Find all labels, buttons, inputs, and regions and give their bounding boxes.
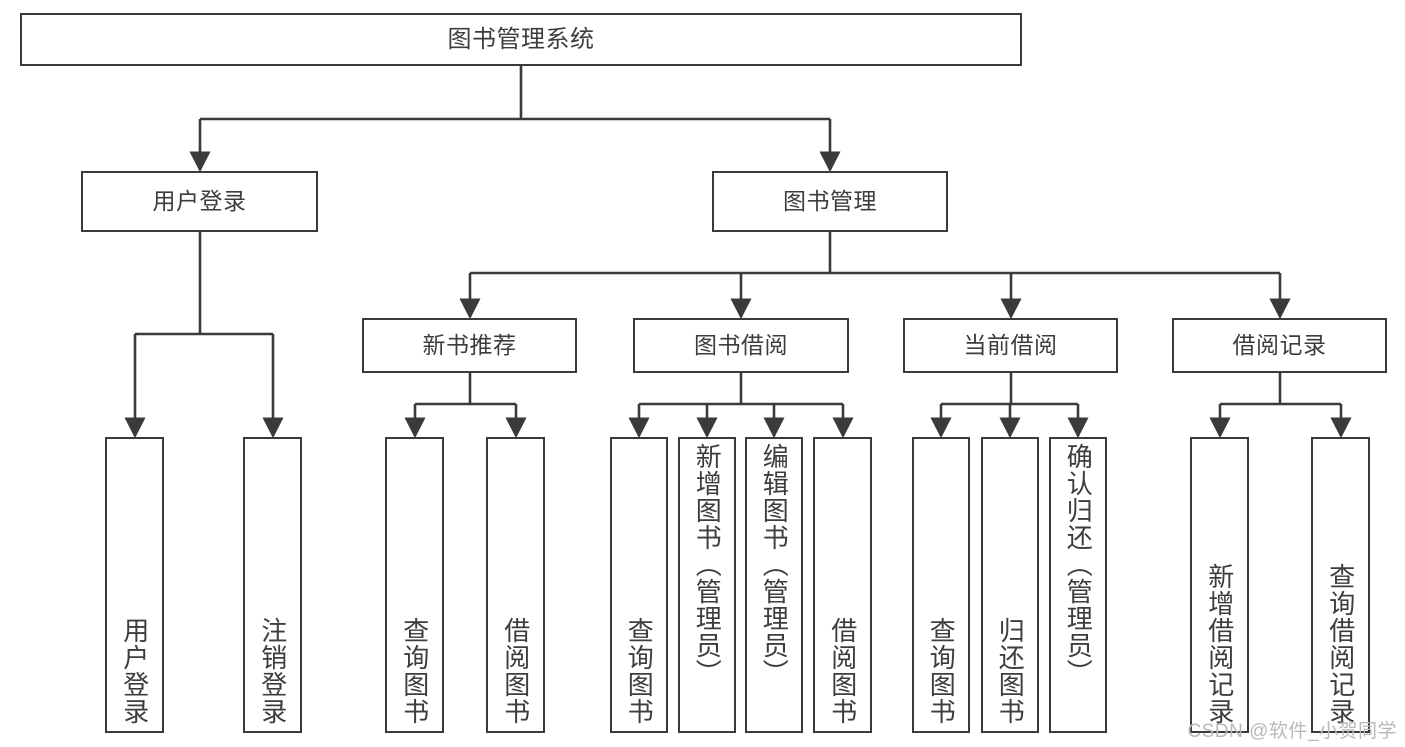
node-label-borrow-record: 借阅记录 <box>1232 332 1327 359</box>
node-label-leaf-query-book-3: 查询图书 <box>926 617 957 725</box>
node-leaf-borrow-book-2[interactable]: 借阅图书 <box>813 437 872 733</box>
node-new-book-rec[interactable]: 新书推荐 <box>362 318 577 373</box>
node-current-borrow[interactable]: 当前借阅 <box>903 318 1118 373</box>
node-user-login[interactable]: 用户登录 <box>81 171 318 232</box>
node-leaf-add-book[interactable]: 新增图书（管理员） <box>678 437 736 733</box>
node-root[interactable]: 图书管理系统 <box>20 13 1022 66</box>
node-leaf-query-record[interactable]: 查询借阅记录 <box>1311 437 1370 733</box>
node-label-book-manage: 图书管理 <box>783 188 877 215</box>
node-label-leaf-borrow-book-2: 借阅图书 <box>827 617 858 725</box>
node-leaf-query-book-2[interactable]: 查询图书 <box>610 437 668 733</box>
node-label-book-borrow: 图书借阅 <box>694 332 788 359</box>
node-label-leaf-query-book-2: 查询图书 <box>624 617 655 725</box>
node-label-leaf-query-book-1: 查询图书 <box>399 617 430 725</box>
node-label-leaf-confirm-return: 确认归还（管理员） <box>1063 443 1094 686</box>
node-label-current-borrow: 当前借阅 <box>963 332 1058 359</box>
node-leaf-query-book-1[interactable]: 查询图书 <box>385 437 444 733</box>
node-leaf-confirm-return[interactable]: 确认归还（管理员） <box>1049 437 1107 733</box>
node-label-leaf-query-record: 查询借阅记录 <box>1325 563 1356 725</box>
node-label-leaf-borrow-book-1: 借阅图书 <box>500 617 531 725</box>
watermark-credit: CSDN @软件_小贺同学 <box>1187 721 1397 742</box>
node-label-user-login: 用户登录 <box>152 188 247 215</box>
node-leaf-edit-book[interactable]: 编辑图书（管理员） <box>745 437 803 733</box>
node-leaf-return-book[interactable]: 归还图书 <box>981 437 1039 733</box>
node-label-leaf-return-book: 归还图书 <box>995 617 1026 725</box>
node-leaf-borrow-book-1[interactable]: 借阅图书 <box>486 437 545 733</box>
node-label-root: 图书管理系统 <box>447 25 595 53</box>
node-leaf-user-logout[interactable]: 注销登录 <box>243 437 302 733</box>
node-book-manage[interactable]: 图书管理 <box>712 171 948 232</box>
node-label-leaf-add-record: 新增借阅记录 <box>1204 563 1235 725</box>
node-leaf-user-login[interactable]: 用户登录 <box>105 437 164 733</box>
node-leaf-query-book-3[interactable]: 查询图书 <box>912 437 970 733</box>
node-book-borrow[interactable]: 图书借阅 <box>633 318 849 373</box>
node-label-leaf-add-book: 新增图书（管理员） <box>692 443 723 686</box>
node-label-leaf-user-logout: 注销登录 <box>257 617 288 725</box>
node-label-leaf-user-login: 用户登录 <box>119 617 150 725</box>
node-label-leaf-edit-book: 编辑图书（管理员） <box>759 443 790 686</box>
node-borrow-record[interactable]: 借阅记录 <box>1172 318 1387 373</box>
node-label-new-book-rec: 新书推荐 <box>422 332 517 359</box>
node-leaf-add-record[interactable]: 新增借阅记录 <box>1190 437 1249 733</box>
